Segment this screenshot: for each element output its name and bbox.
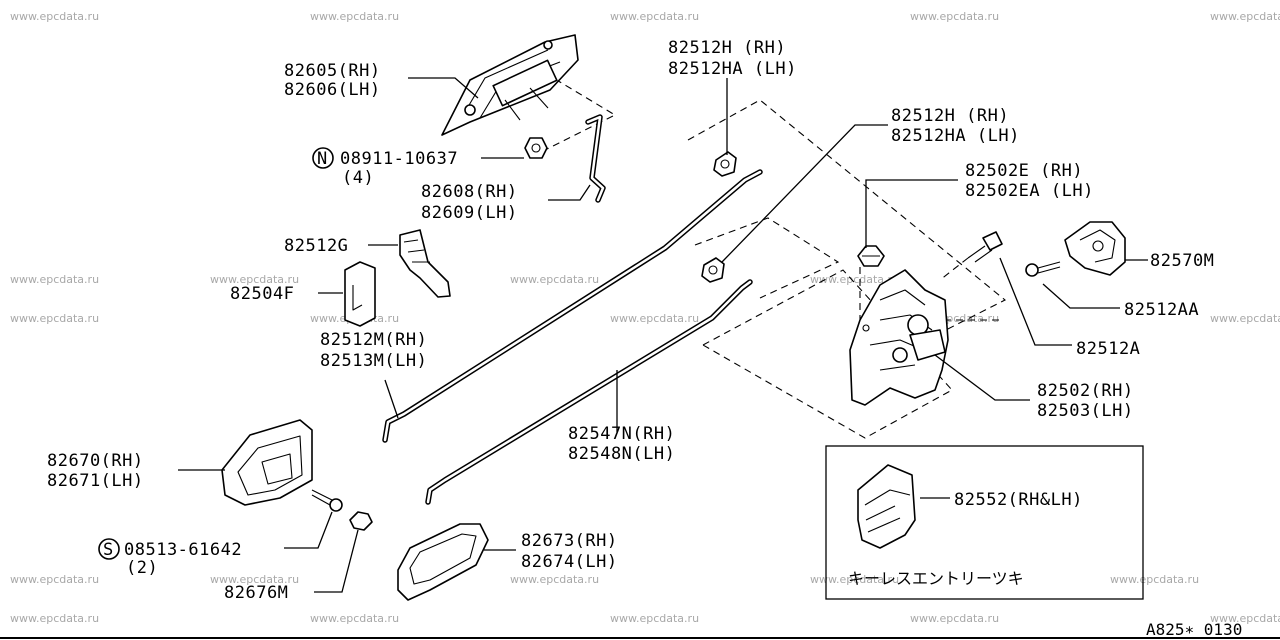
watermark: www.epcdata.ru xyxy=(1210,612,1280,625)
label-82512H-top: 82512H (RH) xyxy=(668,38,786,58)
watermarks: www.epcdata.ru www.epcdata.ru www.epcdat… xyxy=(10,10,1280,625)
keyless-entry-box: キーレスエントリーツキ xyxy=(825,445,1144,600)
watermark: www.epcdata.ru xyxy=(1210,312,1280,325)
rod-82547N xyxy=(425,279,753,505)
s-symbol: S xyxy=(98,538,120,560)
outside-handle xyxy=(441,34,579,136)
watermark: www.epcdata.ru xyxy=(610,612,699,625)
watermark: www.epcdata.ru xyxy=(510,273,599,286)
label-82512HA-top: 82512HA (LH) xyxy=(668,59,797,79)
watermark: www.epcdata.ru xyxy=(610,312,699,325)
label-82671: 82671(LH) xyxy=(47,471,144,491)
label-82512M: 82512M(RH) xyxy=(320,330,427,350)
label-08513-qty: (2) xyxy=(126,558,158,578)
label-82547N: 82547N(RH) xyxy=(568,424,675,444)
label-82512G: 82512G xyxy=(284,236,348,256)
handle-cap xyxy=(349,511,373,531)
striker-screw xyxy=(1025,261,1061,277)
watermark: www.epcdata.ru xyxy=(610,10,699,23)
watermark: www.epcdata.ru xyxy=(210,273,299,286)
inside-handle xyxy=(221,419,313,506)
label-82513M: 82513M(LH) xyxy=(320,351,427,371)
rod-82512M xyxy=(382,169,763,443)
label-82606: 82606(LH) xyxy=(284,80,381,100)
watermark: www.epcdata.ru xyxy=(310,612,399,625)
label-82512AA: 82512AA xyxy=(1124,300,1199,320)
pad xyxy=(344,261,376,327)
escutcheon xyxy=(397,523,489,601)
watermark: www.epcdata.ru xyxy=(510,573,599,586)
label-82673: 82673(RH) xyxy=(521,531,618,551)
watermark: www.epcdata.ru xyxy=(10,612,99,625)
part-labels: 82605(RH) 82606(LH) 08911-10637 (4) 8260… xyxy=(47,38,1214,603)
watermark: www.epcdata.ru xyxy=(1210,10,1280,23)
rod-holder-lower xyxy=(701,257,725,283)
label-82608: 82608(RH) xyxy=(421,182,518,202)
label-08911: 08911-10637 xyxy=(340,149,458,169)
rod-clip-g xyxy=(399,229,451,298)
label-82548N: 82548N(LH) xyxy=(568,444,675,464)
watermark: www.epcdata.ru xyxy=(10,273,99,286)
label-82512A: 82512A xyxy=(1076,339,1140,359)
watermark: www.epcdata.ru xyxy=(210,573,299,586)
striker xyxy=(1064,221,1126,276)
lower-rod-guide xyxy=(694,217,840,299)
leader-lines xyxy=(178,77,1148,593)
label-82503: 82503(LH) xyxy=(1037,401,1134,421)
label-82609: 82609(LH) xyxy=(421,203,518,223)
lock-clip xyxy=(857,245,885,267)
label-82670: 82670(RH) xyxy=(47,451,144,471)
watermark: www.epcdata.ru xyxy=(310,10,399,23)
label-82605: 82605(RH) xyxy=(284,61,381,81)
lock-screw xyxy=(939,231,1003,281)
svg-text:S: S xyxy=(103,540,114,560)
label-82512HA-mid: 82512HA (LH) xyxy=(891,126,1020,146)
watermark: www.epcdata.ru xyxy=(810,573,899,586)
handle-screw xyxy=(311,489,343,512)
watermark: www.epcdata.ru xyxy=(1110,573,1199,586)
diagram-code: A825∗ 0130 xyxy=(1146,620,1242,639)
handle-rod xyxy=(585,114,606,203)
label-82502E: 82502E (RH) xyxy=(965,161,1083,181)
label-82674: 82674(LH) xyxy=(521,552,618,572)
rod-holder-upper xyxy=(713,151,737,177)
label-82552: 82552(RH&LH) xyxy=(954,490,1083,510)
watermark: www.epcdata.ru xyxy=(10,312,99,325)
label-08911-qty: (4) xyxy=(342,168,374,188)
label-82502EA: 82502EA (LH) xyxy=(965,181,1094,201)
watermark: www.epcdata.ru xyxy=(910,10,999,23)
watermark: www.epcdata.ru xyxy=(910,612,999,625)
upper-rod-guide xyxy=(687,99,1007,339)
label-82676M: 82676M xyxy=(224,583,288,603)
watermark: www.epcdata.ru xyxy=(10,573,99,586)
label-82504F: 82504F xyxy=(230,284,294,304)
door-lock-assembly xyxy=(849,269,949,406)
watermark: www.epcdata.ru xyxy=(10,10,99,23)
lock-guide xyxy=(701,269,953,439)
label-82570M: 82570M xyxy=(1150,251,1214,271)
svg-text:N: N xyxy=(317,149,328,169)
label-82512H-mid: 82512H (RH) xyxy=(891,106,1009,126)
hex-nut xyxy=(524,137,548,159)
n-symbol: N xyxy=(312,147,334,169)
label-08513: 08513-61642 xyxy=(124,540,242,560)
keyless-caption: キーレスエントリーツキ xyxy=(848,569,1024,588)
label-82502: 82502(RH) xyxy=(1037,381,1134,401)
